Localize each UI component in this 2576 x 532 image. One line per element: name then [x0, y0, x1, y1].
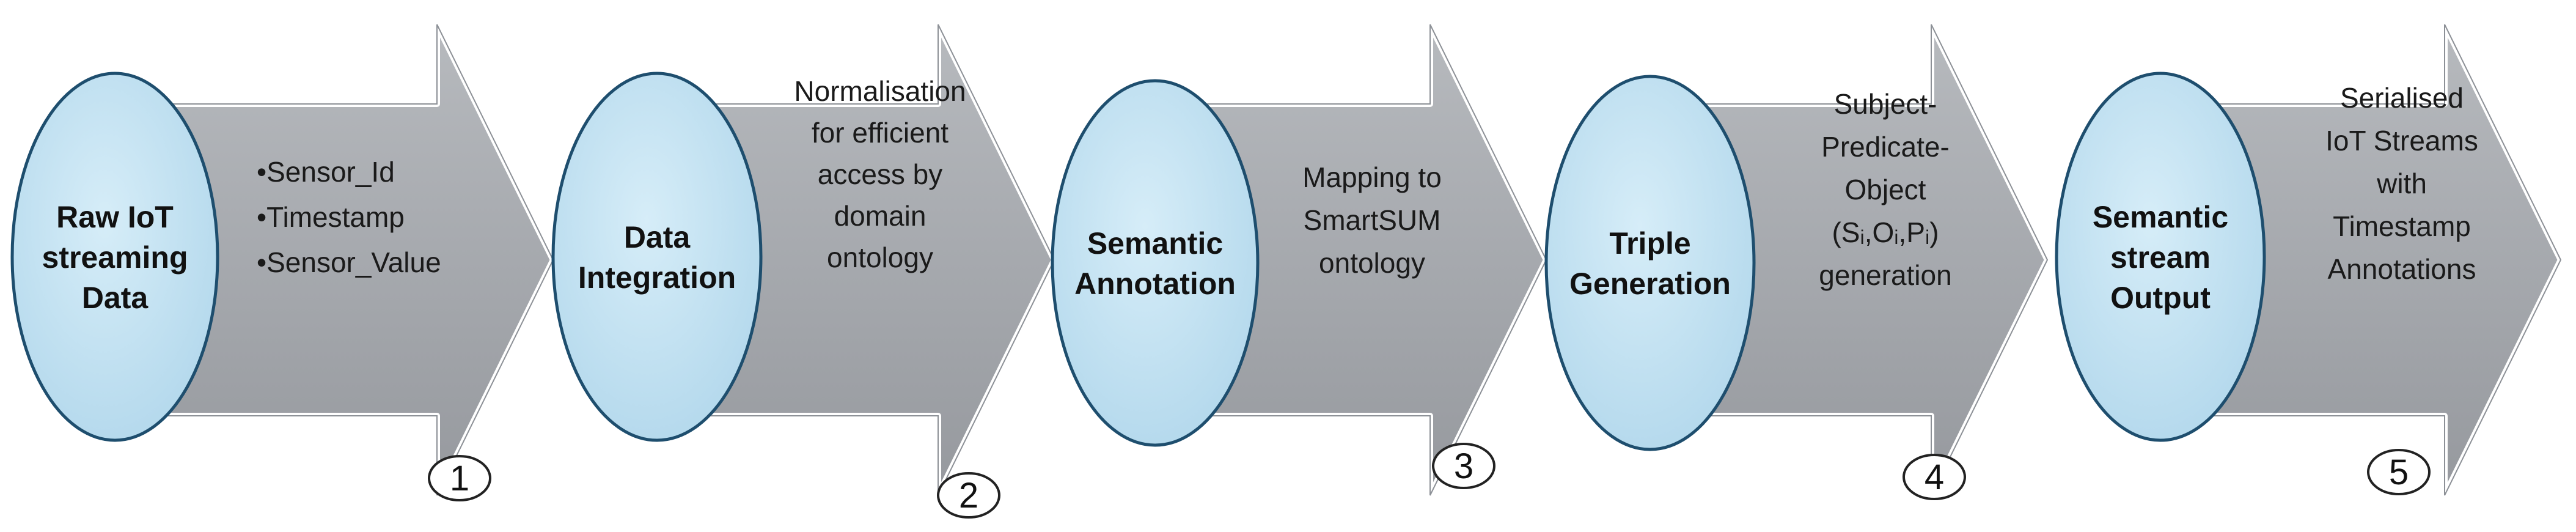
step-number: 5: [2389, 453, 2409, 492]
step-title-line: Semantic: [2093, 200, 2228, 234]
step-description-line: •Sensor_Id: [257, 156, 395, 188]
step-description: Normalisation for efficient access by domai…: [794, 75, 966, 273]
step-title-line: Output: [2110, 281, 2211, 315]
step-title-line: Raw IoT: [56, 200, 174, 234]
step-1: •Sensor_Id •Timestamp •Sensor_Value Raw IoT…: [10, 21, 556, 501]
step-title-line: Annotation: [1074, 267, 1236, 301]
step-description-line: •Sensor_Value: [257, 246, 441, 278]
step-oval: [1051, 79, 1260, 447]
step-number: 1: [450, 459, 469, 498]
step-description: Mapping to SmartSUM ontology: [1302, 161, 1442, 279]
step-number-circle: [1432, 443, 1495, 489]
step-description-line: Normalisation: [794, 75, 966, 107]
step-number-circle: [1903, 454, 1966, 500]
step-description-line: generation: [1819, 259, 1951, 291]
step-title-line: Integration: [578, 260, 736, 295]
step-description-line: IoT Streams: [2325, 125, 2478, 157]
step-description-line: access by: [818, 158, 943, 190]
step-description-line: SmartSUM: [1304, 204, 1441, 236]
step-number-circle: [2367, 449, 2431, 495]
step-oval: [10, 72, 219, 442]
step-number: 3: [1454, 446, 1473, 486]
step-description-line: ontology: [1319, 247, 1425, 279]
step-description-line: for efficient: [812, 117, 949, 149]
step-number-circle: [428, 455, 491, 501]
step-description-line: Timestamp: [2333, 210, 2471, 242]
step-number: 4: [1925, 457, 1944, 497]
step-3: Mapping to SmartSUM ontology SemanticAnnota…: [1051, 21, 1549, 498]
step-description-line: Object: [1845, 174, 1926, 205]
step-description-line: Mapping to: [1302, 161, 1442, 193]
step-description-line: domain: [834, 200, 927, 232]
step-description-line: Subject-: [1834, 88, 1937, 120]
step-title-line: Triple: [1609, 226, 1690, 260]
step-number-badge: 2: [937, 472, 1000, 519]
step-oval: [1544, 75, 1756, 451]
step-description-line: ontology: [827, 242, 933, 273]
step-description-line: Predicate-: [1821, 131, 1950, 163]
step-description-line: •Timestamp: [257, 201, 405, 233]
step-title-line: stream: [2110, 240, 2211, 275]
step-description: Subject- Predicate- Object (Sᵢ,Oᵢ,Pᵢ) genera…: [1819, 88, 1951, 291]
step-number-badge: 1: [428, 455, 491, 501]
step-description-line: Serialised: [2340, 82, 2464, 114]
step-description: •Sensor_Id •Timestamp •Sensor_Value: [257, 156, 441, 278]
step-title-line: Data: [82, 281, 149, 315]
step-arrow-outline: [116, 24, 554, 496]
step-title-line: Generation: [1569, 267, 1731, 301]
step-oval: [2055, 72, 2266, 442]
step-description-line: with: [2376, 168, 2427, 199]
step-number-badge: 3: [1432, 443, 1495, 489]
step-title-line: streaming: [42, 240, 188, 275]
step-2: Normalisation for efficient access by domai…: [551, 21, 1057, 519]
step-title-line: Semantic: [1087, 226, 1223, 260]
step-description-line: (Sᵢ,Oᵢ,Pᵢ): [1832, 216, 1939, 248]
step-number-circle: [937, 472, 1000, 519]
step-oval: [551, 72, 763, 442]
step-description-line: Annotations: [2328, 253, 2476, 285]
step-number: 2: [959, 476, 978, 515]
step-number-badge: 4: [1903, 454, 1966, 500]
step-4: Subject- Predicate- Object (Sᵢ,Oᵢ,Pᵢ) genera…: [1544, 21, 2050, 500]
step-number-badge: 5: [2367, 449, 2431, 495]
step-title-line: Data: [624, 220, 691, 254]
